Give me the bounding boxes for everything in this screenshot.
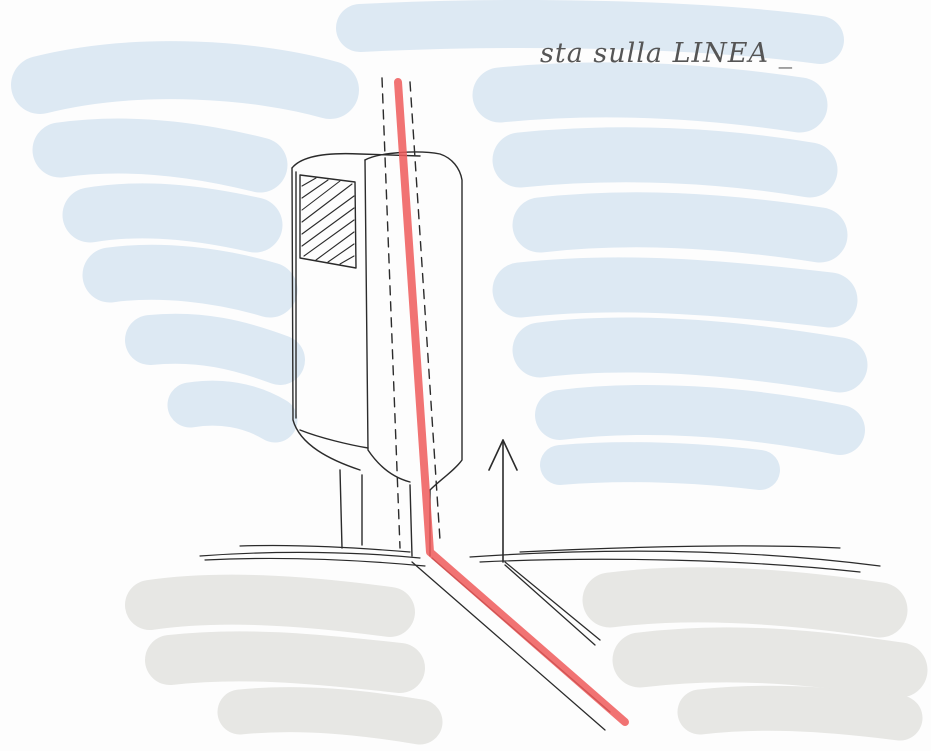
ground-wash	[150, 595, 900, 722]
ground-lines	[200, 545, 880, 572]
sketch-caption: sta sulla LINEA _	[540, 38, 793, 69]
hatched-panel	[302, 178, 354, 264]
device	[292, 152, 462, 556]
up-arrow-icon	[489, 440, 517, 562]
ground-projection	[412, 558, 610, 730]
sky-wash	[40, 24, 840, 470]
